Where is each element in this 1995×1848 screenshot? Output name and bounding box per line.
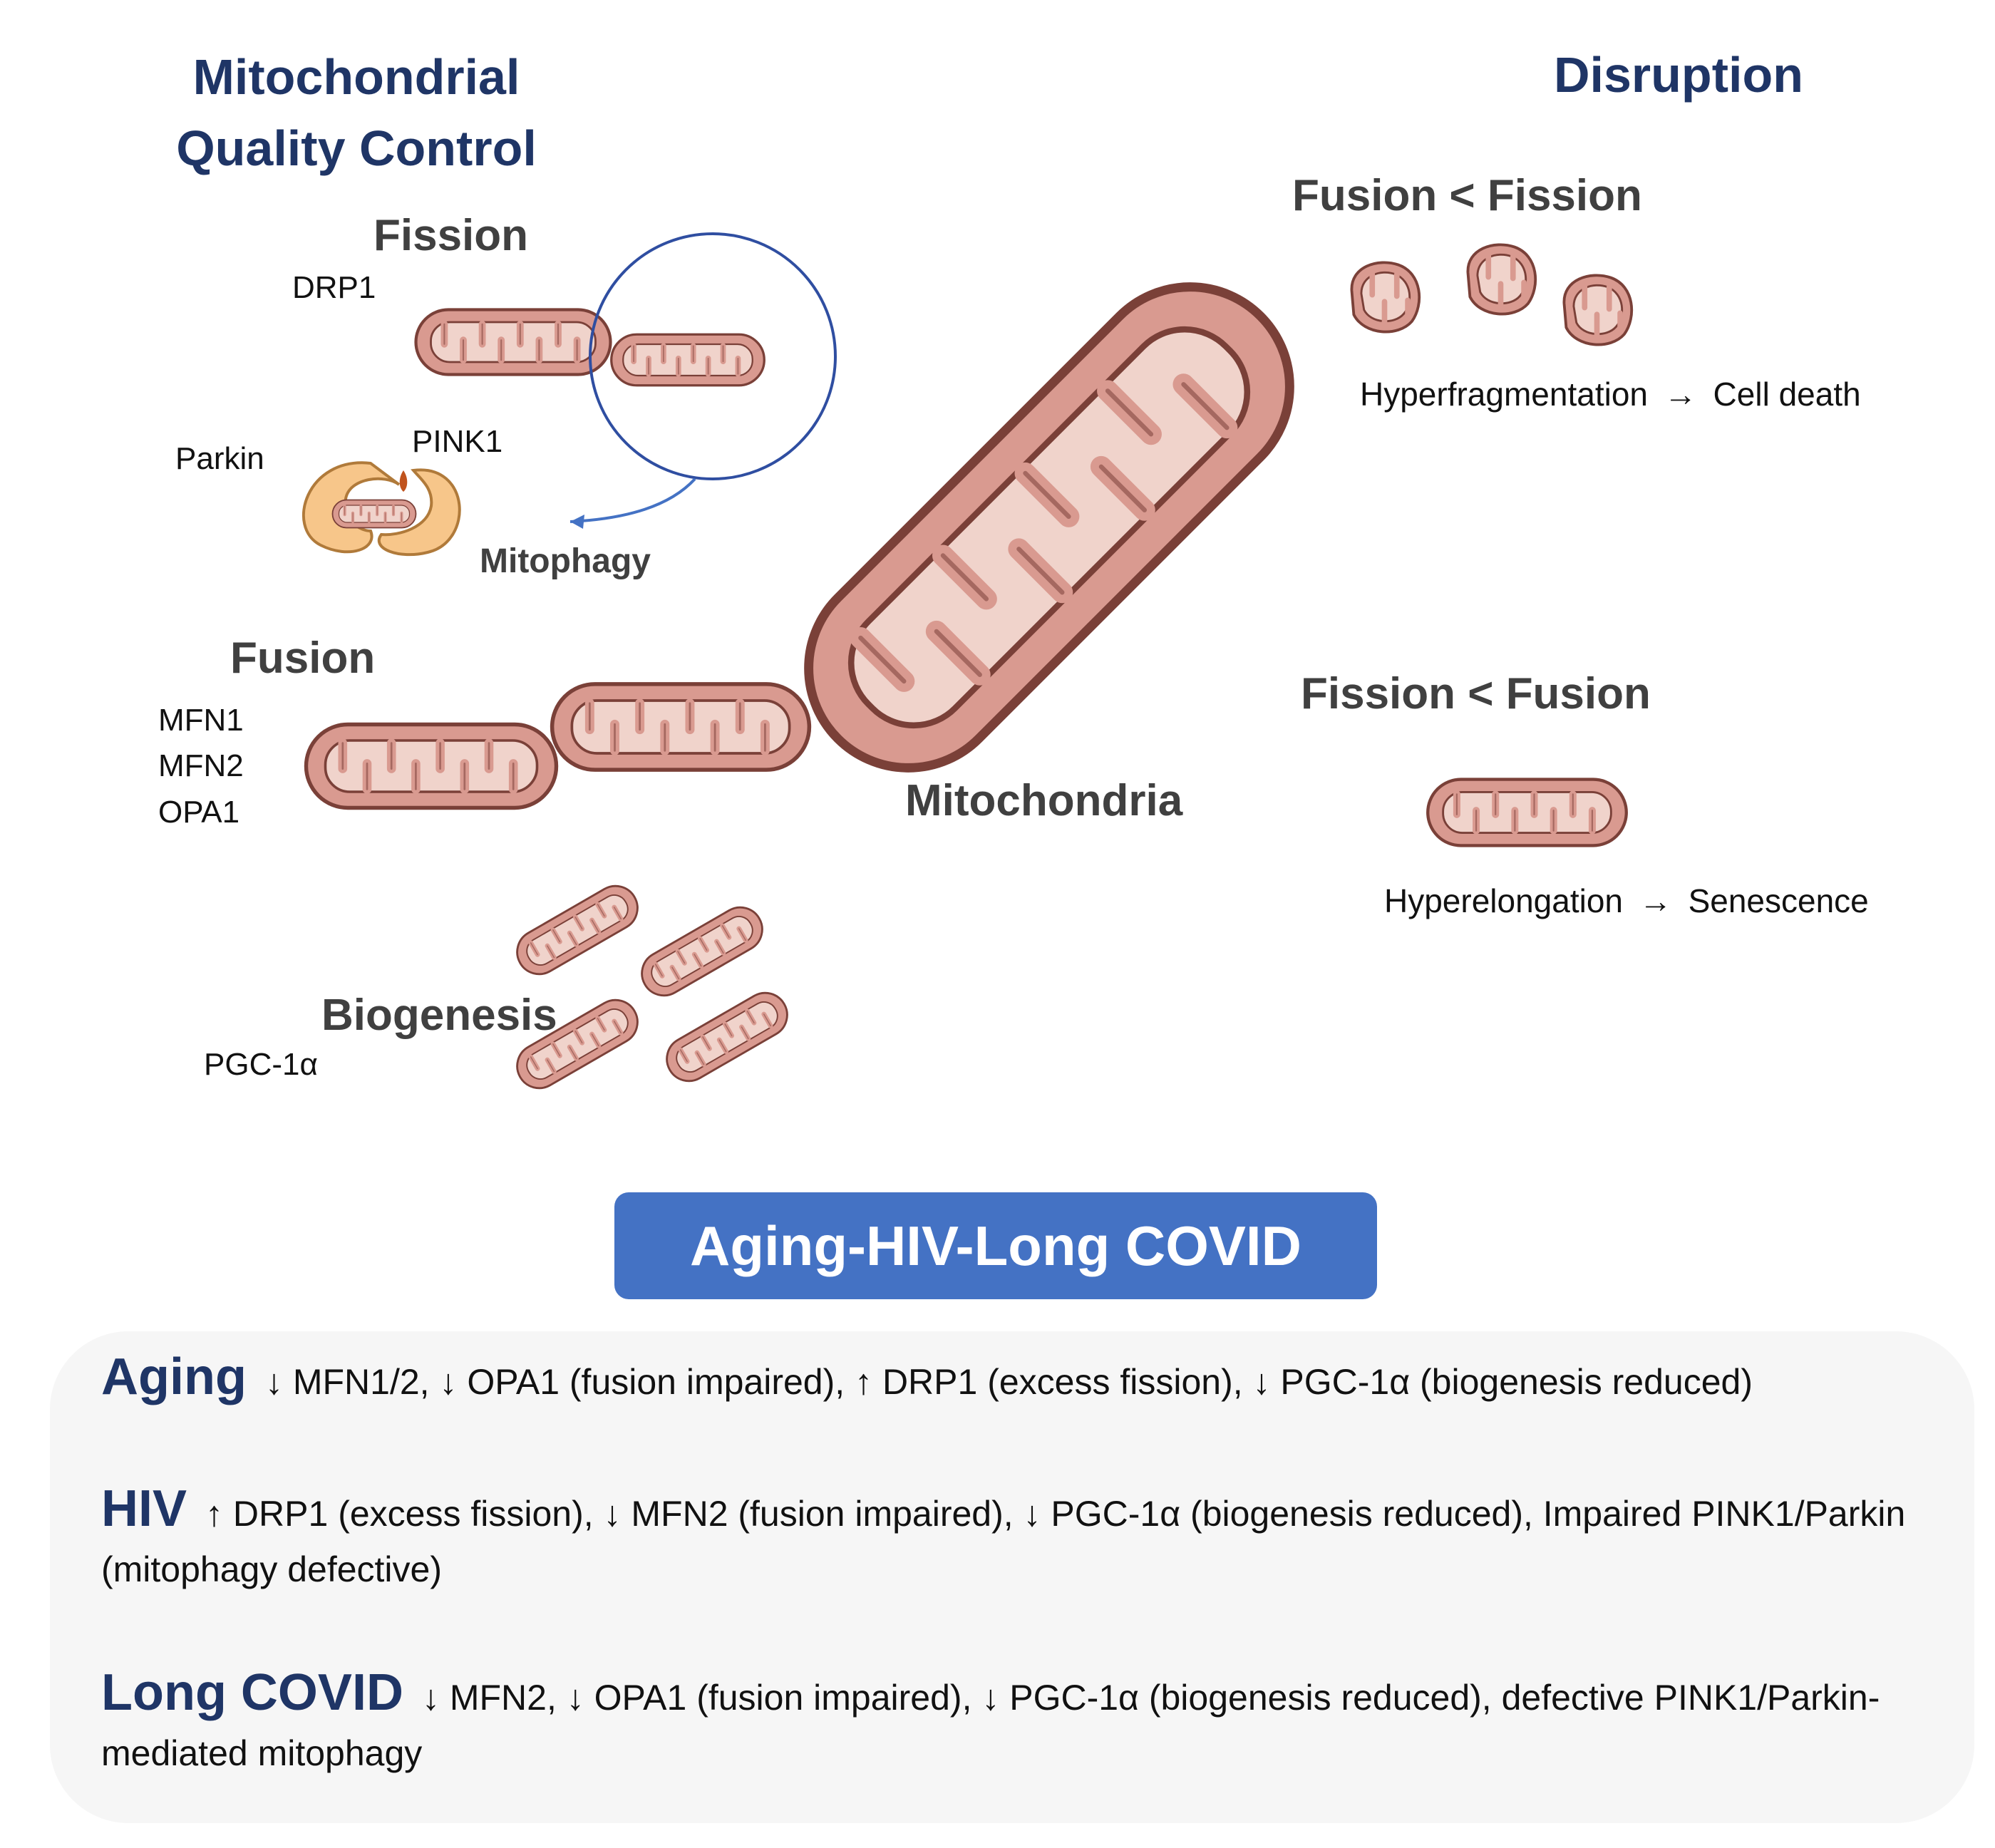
biogenesis-mitochondria (509, 878, 795, 1096)
conditions-panel (50, 1331, 1974, 1823)
left-title: Mitochondrial Quality Control (176, 49, 537, 176)
elongated-mitochondrion (1428, 780, 1627, 846)
mitophagy-arrow (569, 478, 696, 523)
fragmented-mitochondria (1351, 244, 1631, 344)
fission-mitochondrion (416, 232, 837, 480)
pink1-label: PINK1 (412, 424, 503, 459)
biogenesis-label: Biogenesis (321, 991, 557, 1040)
condition-name: Aging (101, 1348, 247, 1405)
mitochondria-label: Mitochondria (905, 776, 1183, 825)
condition-banner: Aging-HIV-Long COVID (614, 1192, 1377, 1299)
condition-text: ↓ MFN1/2, ↓ OPA1 (fusion impaired), ↑ DR… (264, 1362, 1753, 1402)
parkin-label: Parkin (175, 441, 264, 476)
mfn1-label: MFN1 (158, 703, 244, 738)
autophagosome (301, 461, 461, 557)
hyperfragmentation-caption: Hyperfragmentation → Cell death (1360, 376, 1861, 413)
fusion-mitochondria (306, 684, 810, 808)
selection-circle (589, 232, 837, 480)
mitophagy-label: Mitophagy (480, 542, 651, 580)
fission-lt-fusion-title: Fission < Fusion (1301, 669, 1651, 718)
opa1-label: OPA1 (158, 795, 240, 830)
fusion-lt-fission-title: Fusion < Fission (1292, 171, 1642, 220)
condition-aging: Aging ↓ MFN1/2, ↓ OPA1 (fusion impaired),… (101, 1349, 1947, 1410)
condition-text: ↑ DRP1 (excess fission), ↓ MFN2 (fusion … (101, 1494, 1906, 1589)
condition-name: HIV (101, 1480, 187, 1537)
pink1-marker (399, 470, 408, 492)
condition-name: Long COVID (101, 1664, 403, 1721)
condition-text: ↓ MFN2, ↓ OPA1 (fusion impaired), ↓ PGC-… (101, 1678, 1880, 1773)
pgc1a-label: PGC-1α (204, 1047, 318, 1082)
mfn2-label: MFN2 (158, 748, 244, 783)
hyperelongation-caption: Hyperelongation → Senescence (1384, 882, 1869, 919)
fusion-label: Fusion (230, 634, 376, 683)
central-mitochondrion (768, 246, 1331, 810)
condition-hiv: HIV↑ DRP1 (excess fission), ↓ MFN2 (fusi… (101, 1481, 1947, 1597)
drp1-label: DRP1 (292, 270, 376, 305)
condition-long-covid: Long COVID↓ MFN2, ↓ OPA1 (fusion impaire… (101, 1665, 1947, 1781)
fission-label: Fission (373, 211, 529, 260)
right-title: Disruption (1554, 47, 1803, 103)
